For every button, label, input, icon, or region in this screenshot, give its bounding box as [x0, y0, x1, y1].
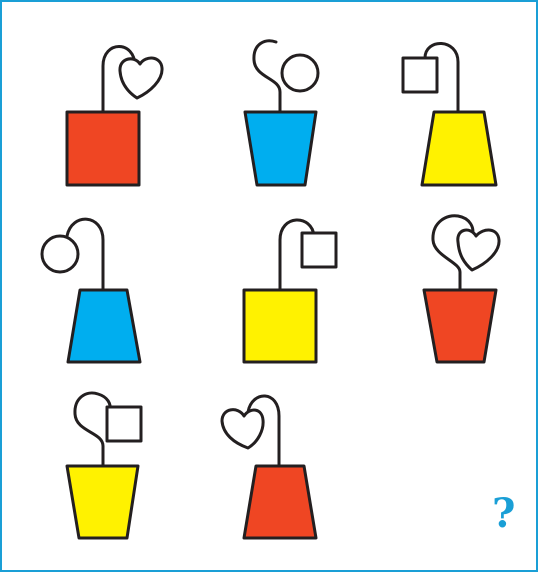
square-icon: [302, 233, 336, 267]
cell-r2c3: [424, 216, 499, 362]
pot-down-trapezoid: [67, 466, 138, 538]
square-icon: [403, 58, 437, 92]
cell-r3c2: [222, 396, 316, 538]
cell-r2c1: [42, 219, 140, 362]
cell-r1c2: [245, 41, 318, 185]
cell-r1c3: [403, 43, 496, 185]
square-icon: [107, 407, 141, 441]
heart-icon: [222, 410, 263, 448]
cell-r3c1: [67, 393, 141, 538]
stem: [75, 393, 110, 466]
pot-down-trapezoid: [245, 112, 316, 185]
stem: [254, 41, 280, 112]
pot-down-trapezoid: [424, 290, 496, 362]
cell-r1c1: [67, 47, 162, 186]
circle-icon: [42, 236, 78, 272]
heart-icon: [120, 58, 162, 98]
pot-square: [244, 290, 316, 362]
pot-up-trapezoid: [422, 112, 496, 185]
pot-up-trapezoid: [68, 290, 140, 362]
cell-r2c2: [244, 220, 336, 362]
pot-up-trapezoid: [244, 466, 316, 538]
question-mark: ?: [492, 494, 515, 534]
circle-icon: [282, 55, 318, 91]
heart-icon: [458, 230, 499, 270]
pot-square: [67, 112, 139, 185]
